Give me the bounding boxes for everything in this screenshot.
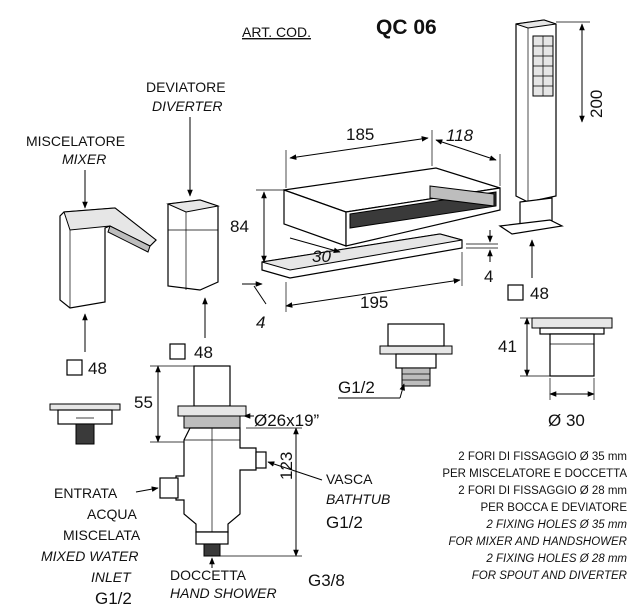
dim-body-thread: Ø26x19”: [254, 411, 320, 430]
note-line: PER BOCCA E DEVIATORE: [480, 502, 627, 514]
dim-spout-gap: 4: [484, 267, 493, 286]
diverter-illustration: [166, 199, 220, 291]
label-inlet: INLET: [91, 569, 132, 585]
dim-body-depth: 123: [277, 452, 296, 480]
mixer-fitting: [49, 403, 121, 445]
spout-fitting: [379, 323, 453, 387]
dim-spout-width: 185: [346, 125, 374, 144]
art-cod-label: ART. COD.: [242, 24, 311, 40]
label-mixed-water: MIXED WATER: [41, 548, 139, 564]
bath-body-illustration: [159, 365, 267, 557]
dim-diverter-base: 48: [194, 343, 213, 362]
dim-fitting-diameter: Ø 30: [548, 411, 585, 430]
hand-shower-illustration: [498, 19, 564, 235]
dim-body-height: 55: [134, 393, 153, 412]
label-bathtub: BATHTUB: [326, 491, 390, 507]
label-hand-shower: HAND SHOWER: [170, 585, 277, 601]
label-entrata: ENTRATA: [54, 485, 118, 501]
label-miscelatore: MISCELATORE: [26, 133, 125, 149]
label-inlet-thread: G1/2: [95, 589, 132, 608]
note-line: 2 FORI DI FISSAGGIO Ø 35 mm: [458, 451, 627, 463]
mixer-illustration: [59, 207, 157, 309]
label-miscelata: MISCELATA: [63, 527, 141, 543]
dim-mixer-base: 48: [88, 359, 107, 378]
spout-illustration: [261, 167, 501, 279]
label-spout-thread: G1/2: [338, 378, 375, 397]
label-diverter: DIVERTER: [152, 98, 223, 114]
fixing-notes: 2 FORI DI FISSAGGIO Ø 35 mm PER MISCELAT…: [442, 451, 627, 582]
note-line: FOR SPOUT AND DIVERTER: [472, 570, 627, 582]
dim-shower-length: 200: [587, 90, 606, 118]
mixer-square-symbol: [66, 359, 83, 376]
dim-shower-base: 48: [530, 284, 549, 303]
shower-square-symbol: [507, 284, 524, 301]
dim-spout-base: 195: [360, 293, 388, 312]
label-deviatore: DEVIATORE: [146, 79, 226, 95]
dim-spout-plate: 4: [256, 313, 265, 332]
right-fitting: [531, 317, 613, 377]
label-shower-thread: G3/8: [308, 571, 345, 590]
dim-spout-depth: 118: [446, 126, 474, 145]
note-line: PER MISCELATORE E DOCCETTA: [442, 468, 627, 480]
label-acqua: ACQUA: [87, 506, 137, 522]
dim-spout-angle: 30: [312, 247, 331, 266]
product-code: QC 06: [376, 16, 437, 39]
note-line: FOR MIXER AND HANDSHOWER: [449, 536, 627, 548]
diverter-square-symbol: [169, 343, 186, 360]
label-bathtub-thread: G1/2: [326, 513, 363, 532]
note-line: 2 FIXING HOLES Ø 35 mm: [485, 519, 627, 531]
label-doccetta: DOCCETTA: [170, 567, 247, 583]
note-line: 2 FORI DI FISSAGGIO Ø 28 mm: [458, 485, 627, 497]
label-vasca: VASCA: [326, 471, 373, 487]
dim-fitting-height: 41: [498, 337, 517, 356]
dim-spout-height: 84: [230, 217, 249, 236]
label-mixer: MIXER: [62, 151, 106, 167]
note-line: 2 FIXING HOLES Ø 28 mm: [485, 553, 627, 565]
